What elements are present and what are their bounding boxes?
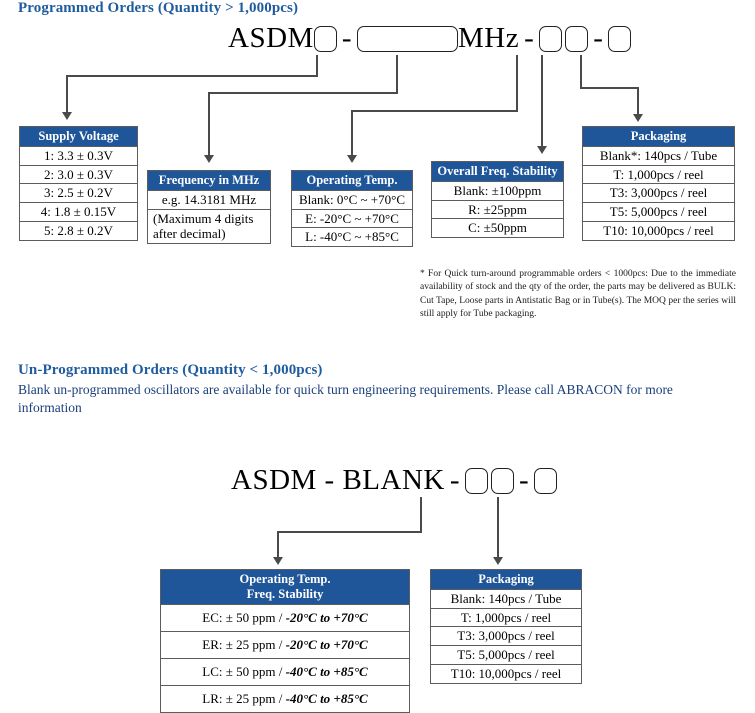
unprogrammed-part-number: ASDM - BLANK - - bbox=[231, 464, 558, 496]
leader-supply-voltage-v1 bbox=[316, 55, 318, 76]
temp-stability-code: ER: ± 25 ppm / bbox=[202, 636, 286, 652]
part-number-unit: MHz bbox=[457, 22, 520, 54]
temp-stability-header-line1: Operating Temp. bbox=[239, 572, 331, 586]
table-row: ER: ± 25 ppm / -20°C to +70°C bbox=[160, 630, 410, 659]
packaging-code-box-blank[interactable] bbox=[534, 467, 558, 494]
part-number-dash-2: - bbox=[519, 464, 530, 496]
leader-operating-temp-v1 bbox=[516, 55, 518, 111]
operating-temp-table: Operating Temp. Blank: 0°C ~ +70°C E: -2… bbox=[291, 170, 413, 248]
operating-temp-header: Operating Temp. bbox=[291, 170, 413, 191]
programmed-orders-heading: Programmed Orders (Quantity > 1,000pcs) bbox=[18, 0, 299, 16]
leader-packaging-v2 bbox=[637, 87, 639, 115]
arrow-frequency bbox=[204, 155, 214, 163]
supply-voltage-table: Supply Voltage 1: 3.3 ± 0.3V 2: 3.0 ± 0.… bbox=[19, 126, 138, 242]
arrow-temp-stability bbox=[273, 557, 283, 565]
temp-stability-range: -20°C to +70°C bbox=[285, 636, 368, 652]
table-row: LC: ± 50 ppm / -40°C to +85°C bbox=[160, 657, 410, 686]
supply-voltage-code-box[interactable] bbox=[313, 25, 337, 52]
table-row: T3: 3,000pcs / reel bbox=[582, 183, 735, 204]
freq-stability-code-box[interactable] bbox=[565, 25, 589, 52]
table-row: T: 1,000pcs / reel bbox=[582, 164, 735, 185]
table-row: 4: 1.8 ± 0.15V bbox=[19, 202, 138, 223]
table-row: T10: 10,000pcs / reel bbox=[582, 221, 735, 242]
leader-supply-voltage-h bbox=[66, 75, 318, 77]
table-row: L: -40°C ~ +85°C bbox=[291, 227, 413, 248]
programmed-part-number: ASDM - MHz - - bbox=[228, 22, 632, 54]
temp-stability-table: Operating Temp. Freq. Stability EC: ± 50… bbox=[160, 569, 410, 713]
leader-operating-temp-v2 bbox=[351, 110, 353, 156]
arrow-operating-temp bbox=[347, 155, 357, 163]
part-number-dash-1: - bbox=[341, 22, 352, 54]
temp-stability-code: EC: ± 50 ppm / bbox=[202, 609, 286, 625]
leader-frequency-v2 bbox=[208, 92, 210, 156]
table-row: 3: 2.5 ± 0.2V bbox=[19, 183, 138, 204]
packaging-header-blank: Packaging bbox=[430, 569, 582, 590]
temp-stability-range: -20°C to +70°C bbox=[285, 609, 368, 625]
packaging-footnote: * For Quick turn-around programmable ord… bbox=[420, 269, 736, 320]
table-row: T5: 5,000pcs / reel bbox=[430, 645, 582, 666]
packaging-table-unprogrammed: Packaging Blank: 140pcs / Tube T: 1,000p… bbox=[430, 569, 582, 685]
leader-frequency-v1 bbox=[396, 55, 398, 93]
frequency-note: (Maximum 4 digits after decimal) bbox=[147, 208, 271, 244]
packaging-table-programmed: Packaging Blank*: 140pcs / Tube T: 1,000… bbox=[582, 126, 735, 242]
unprogrammed-orders-heading: Un-Programmed Orders (Quantity < 1,000pc… bbox=[18, 362, 323, 378]
table-row: 5: 2.8 ± 0.2V bbox=[19, 221, 138, 242]
table-row: T3: 3,000pcs / reel bbox=[430, 626, 582, 647]
table-row: T: 1,000pcs / reel bbox=[430, 607, 582, 628]
frequency-table: Frequency in MHz e.g. 14.3181 MHz (Maxim… bbox=[147, 170, 271, 244]
table-row: 2: 3.0 ± 0.3V bbox=[19, 164, 138, 185]
part-number-prefix-blank: ASDM - BLANK bbox=[231, 464, 445, 496]
table-row: E: -20°C ~ +70°C bbox=[291, 208, 413, 229]
leader-temp-stability-v1 bbox=[420, 497, 422, 532]
freq-stability-table: Overall Freq. Stability Blank: ±100ppm R… bbox=[431, 161, 564, 239]
arrow-packaging bbox=[633, 114, 643, 122]
table-row: EC: ± 50 ppm / -20°C to +70°C bbox=[160, 603, 410, 632]
packaging-code-box[interactable] bbox=[608, 25, 632, 52]
freq-stability-header: Overall Freq. Stability bbox=[431, 161, 564, 182]
temp-stability-code-box-2[interactable] bbox=[491, 467, 515, 494]
table-row: Blank: 0°C ~ +70°C bbox=[291, 189, 413, 210]
part-number-prefix: ASDM bbox=[228, 22, 314, 54]
leader-packaging-blank-v bbox=[497, 497, 499, 558]
leader-temp-stability-v2 bbox=[277, 531, 279, 558]
frequency-value-box[interactable] bbox=[356, 25, 458, 52]
part-number-dash-3: - bbox=[593, 22, 604, 54]
frequency-header: Frequency in MHz bbox=[147, 170, 271, 191]
leader-operating-temp-h bbox=[351, 110, 518, 112]
table-row: R: ±25ppm bbox=[431, 199, 564, 220]
leader-frequency-h bbox=[208, 92, 398, 94]
table-row: T10: 10,000pcs / reel bbox=[430, 664, 582, 685]
temp-stability-code-box[interactable] bbox=[465, 467, 489, 494]
leader-freq-stability-v bbox=[541, 55, 543, 147]
leader-packaging-h bbox=[580, 87, 638, 89]
leader-temp-stability-h bbox=[277, 531, 422, 533]
supply-voltage-header: Supply Voltage bbox=[19, 126, 138, 147]
temp-stability-code: LC: ± 50 ppm / bbox=[202, 663, 286, 679]
unprogrammed-orders-note: Blank un-programmed oscillators are avai… bbox=[18, 382, 673, 415]
table-row: Blank: ±100ppm bbox=[431, 180, 564, 201]
table-row: C: ±50ppm bbox=[431, 218, 564, 239]
arrow-supply-voltage bbox=[62, 112, 72, 120]
table-row: Blank*: 140pcs / Tube bbox=[582, 145, 735, 166]
temp-stability-header-line2: Freq. Stability bbox=[246, 586, 324, 601]
temp-stability-range: -40°C to +85°C bbox=[285, 663, 368, 679]
arrow-packaging-blank bbox=[493, 557, 503, 565]
temp-stability-code: LR: ± 25 ppm / bbox=[202, 690, 286, 706]
part-number-dash-1: - bbox=[449, 464, 461, 496]
part-number-dash-2: - bbox=[524, 22, 535, 54]
packaging-header: Packaging bbox=[582, 126, 735, 147]
frequency-example: e.g. 14.3181 MHz bbox=[147, 189, 271, 210]
arrow-freq-stability bbox=[537, 146, 547, 154]
table-row: 1: 3.3 ± 0.3V bbox=[19, 145, 138, 166]
leader-supply-voltage-v2 bbox=[66, 75, 68, 113]
table-row: LR: ± 25 ppm / -40°C to +85°C bbox=[160, 684, 410, 713]
temp-stability-header: Operating Temp. Freq. Stability bbox=[160, 569, 410, 605]
leader-packaging-v1 bbox=[580, 55, 582, 88]
table-row: T5: 5,000pcs / reel bbox=[582, 202, 735, 223]
table-row: Blank: 140pcs / Tube bbox=[430, 588, 582, 609]
temp-stability-range: -40°C to +85°C bbox=[285, 690, 368, 706]
operating-temp-code-box[interactable] bbox=[539, 25, 563, 52]
